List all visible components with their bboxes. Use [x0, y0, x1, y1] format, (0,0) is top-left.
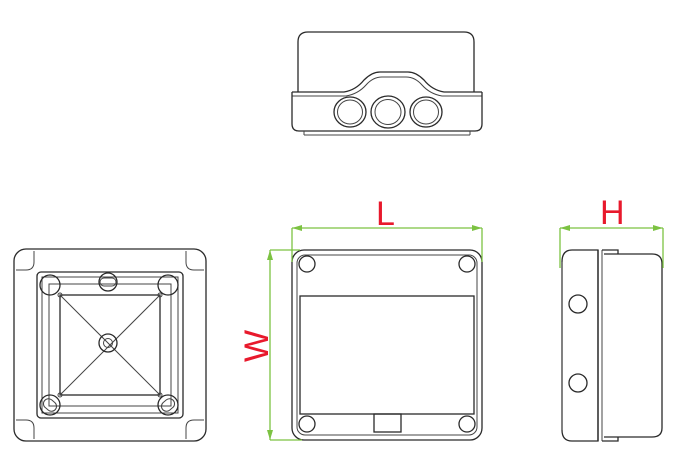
- back-view: [13, 248, 207, 442]
- dimension-label-width: W: [238, 330, 276, 362]
- dimension-length: L: [291, 195, 483, 262]
- side-view: [561, 249, 663, 442]
- front-view: [291, 31, 483, 136]
- dimension-width: W: [238, 249, 302, 441]
- dimension-label-length: L: [376, 195, 395, 233]
- dimension-label-height: H: [600, 194, 625, 232]
- top-view: [291, 249, 483, 441]
- dimension-height: H: [559, 194, 664, 268]
